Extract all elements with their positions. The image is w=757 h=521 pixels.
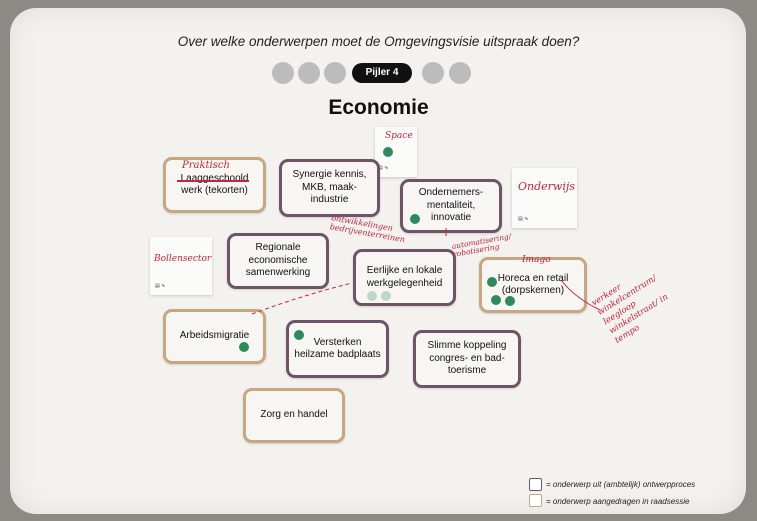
strikethrough-line [177,180,249,182]
handwritten-praktisch: Praktisch [182,160,230,171]
card-label: Eerlijke en lokale werkgelegenheid [366,265,443,289]
vote-dot [410,214,420,224]
sticky-text: Bollensector [154,254,212,264]
logo-icon: ▤ ∿ [518,216,529,222]
sticky-note-onderwijs: Onderwijs ▤ ∿ [512,168,577,228]
pillar-dot-5 [422,62,444,84]
vote-dot [505,296,515,306]
pillar-badge: Pijler 4 [352,63,412,83]
vote-dot [491,295,501,305]
legend-item-2: = onderwerp aangedragen in raadsessie [546,497,690,506]
topic-card-horeca: Horeca en retail (dorpskernen) [479,257,587,313]
poster-question: Over welke onderwerpen moet de Omgevings… [177,34,580,49]
sticky-note-bollensector: Bollensector ▤ ∿ [150,237,212,295]
topic-card-arbeidsmigratie: Arbeidsmigratie [163,309,266,364]
card-label: Ondernemers-mentaliteit, innovatie [418,187,484,224]
topic-card-zorg: Zorg en handel [243,388,345,443]
topic-card-slimme: Slimme koppeling congres- en bad-toerism… [413,330,521,388]
vote-dot [294,330,304,340]
poster-heading: Economie [328,96,429,119]
logo-icon: ▤ ∿ [155,283,166,289]
card-label: Slimme koppeling congres- en bad-toerism… [427,340,507,377]
topic-card-eerlijke: Eerlijke en lokale werkgelegenheid [353,249,456,306]
card-label: Zorg en handel [260,409,328,421]
card-label: Arbeidsmigratie [179,330,250,342]
topic-card-versterken: Versterken heilzame badplaats [286,320,389,378]
handwritten-imago: Imago [522,255,551,265]
topic-card-synergie: Synergie kennis, MKB, maak-industrie [279,159,380,217]
legend-swatch-tan [529,494,542,507]
logo-icon: ▤ ∿ [378,165,389,171]
vote-dot [383,147,393,157]
pillar-dot-2 [298,62,320,84]
sticky-text: Space [385,131,413,141]
pillar-dot-3 [324,62,346,84]
card-label: Horeca en retail (dorpskernen) [497,272,569,297]
vote-dot [239,342,249,352]
sticky-note-space: Space ▤ ∿ [375,127,417,177]
topic-card-laaggeschoold: Laaggeschoold werk (tekorten) [163,157,266,213]
card-label: Laaggeschoold werk (tekorten) [180,172,249,197]
card-label: Regionale economische samenwerking [245,242,311,279]
topic-card-ondernemers: Ondernemers-mentaliteit, innovatie [400,179,502,233]
vote-dot [367,291,377,301]
sticky-text: Onderwijs [518,180,575,193]
card-label: Versterken heilzame badplaats [294,336,381,361]
pillar-dot-1 [272,62,294,84]
vote-dot [381,291,391,301]
legend-swatch-plum [529,478,542,491]
legend-item-1: = onderwerp uit (ambtelijk) ontwerpproce… [546,480,696,489]
topic-card-regionale: Regionale economische samenwerking [227,233,329,289]
pillar-dot-6 [449,62,471,84]
vote-dot [487,277,497,287]
card-label: Synergie kennis, MKB, maak-industrie [292,169,367,206]
